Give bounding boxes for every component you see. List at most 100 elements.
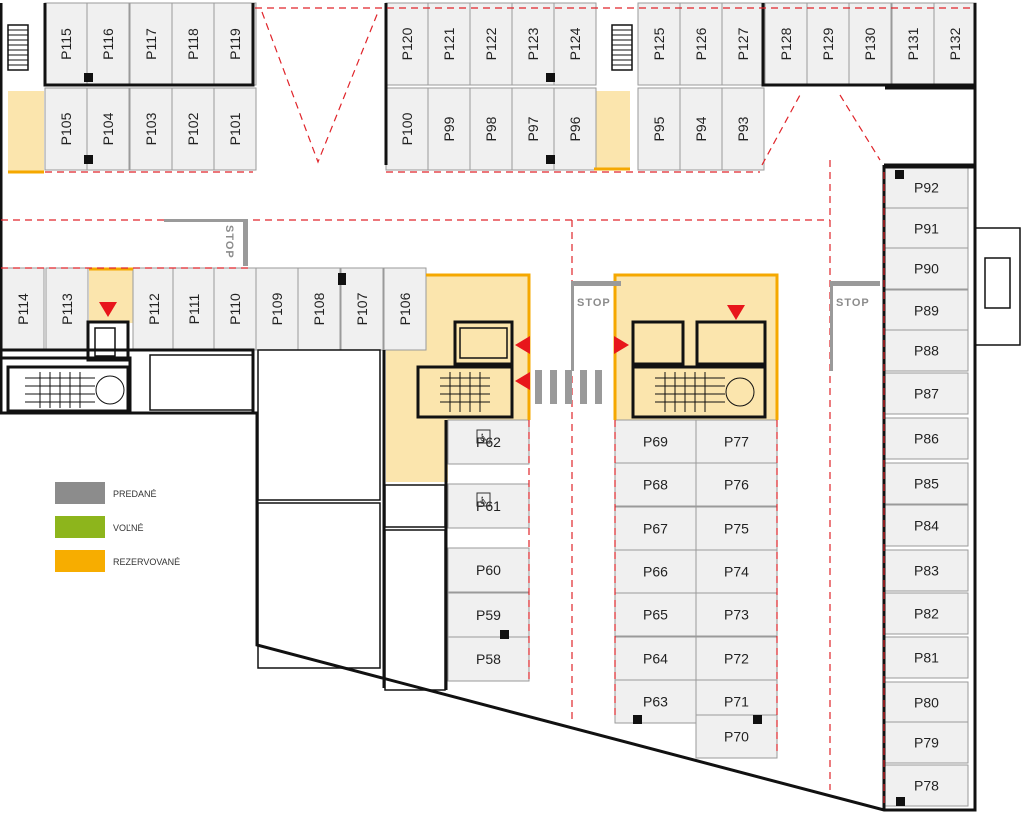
parking-space-p109[interactable]: P109 bbox=[255, 267, 299, 351]
parking-space-p105[interactable]: P105 bbox=[44, 87, 88, 171]
parking-space-p116[interactable]: P116 bbox=[86, 2, 130, 86]
parking-space-box bbox=[884, 329, 969, 372]
parking-space-p101[interactable]: P101 bbox=[213, 87, 257, 171]
parking-space-p121[interactable]: P121 bbox=[427, 2, 471, 86]
arrow-down-icon bbox=[727, 305, 745, 320]
parking-space-p123[interactable]: P123 bbox=[511, 2, 555, 86]
parking-space-box bbox=[637, 2, 681, 86]
parking-space-label: P129 bbox=[820, 27, 836, 60]
stop-label-3: STOP bbox=[836, 297, 870, 309]
parking-space-p112[interactable]: P112 bbox=[132, 267, 176, 351]
parking-space-box bbox=[44, 87, 88, 171]
parking-space-label: P102 bbox=[185, 112, 201, 145]
parking-space-p89[interactable]: P89 bbox=[884, 289, 969, 332]
parking-space-p75[interactable]: P75 bbox=[695, 506, 778, 551]
parking-space-p86[interactable]: P86 bbox=[884, 417, 969, 460]
reserved-area-stair-left bbox=[8, 91, 44, 171]
parking-space-p62[interactable]: P62 bbox=[447, 419, 530, 465]
parking-space-p94[interactable]: P94 bbox=[679, 87, 723, 171]
parking-space-p125[interactable]: P125 bbox=[637, 2, 681, 86]
parking-space-p114[interactable]: P114 bbox=[1, 267, 45, 351]
parking-space-p63[interactable]: P63 bbox=[614, 679, 697, 724]
parking-space-p106[interactable]: P106 bbox=[383, 267, 427, 351]
parking-space-p91[interactable]: P91 bbox=[884, 207, 969, 250]
parking-space-p68[interactable]: P68 bbox=[614, 462, 697, 507]
parking-space-box bbox=[553, 87, 597, 171]
stair-left-top bbox=[7, 24, 29, 71]
parking-space-p60[interactable]: P60 bbox=[447, 547, 530, 593]
parking-space-label: P90 bbox=[914, 261, 939, 277]
parking-space-p93[interactable]: P93 bbox=[721, 87, 765, 171]
parking-space-p130[interactable]: P130 bbox=[848, 2, 892, 86]
parking-space-p72[interactable]: P72 bbox=[695, 636, 778, 681]
parking-space-p67[interactable]: P67 bbox=[614, 506, 697, 551]
parking-space-p111[interactable]: P111 bbox=[172, 267, 216, 351]
parking-space-box bbox=[695, 506, 778, 551]
parking-space-p81[interactable]: P81 bbox=[884, 636, 969, 679]
arrow-down-icon bbox=[99, 302, 117, 317]
parking-space-p103[interactable]: P103 bbox=[129, 87, 173, 171]
parking-space-p73[interactable]: P73 bbox=[695, 592, 778, 637]
parking-space-p83[interactable]: P83 bbox=[884, 549, 969, 592]
parking-space-box bbox=[427, 2, 471, 86]
parking-space-p99[interactable]: P99 bbox=[427, 87, 471, 171]
parking-space-label: P97 bbox=[525, 116, 541, 141]
arrow-left-icon bbox=[515, 372, 530, 390]
parking-space-box bbox=[45, 267, 89, 351]
parking-space-p122[interactable]: P122 bbox=[469, 2, 513, 86]
parking-space-p96[interactable]: P96 bbox=[553, 87, 597, 171]
parking-space-p95[interactable]: P95 bbox=[637, 87, 681, 171]
parking-space-box bbox=[553, 2, 597, 86]
parking-space-p119[interactable]: P119 bbox=[213, 2, 257, 86]
parking-space-p84[interactable]: P84 bbox=[884, 504, 969, 547]
parking-space-p118[interactable]: P118 bbox=[171, 2, 215, 86]
parking-space-p126[interactable]: P126 bbox=[679, 2, 723, 86]
parking-space-p90[interactable]: P90 bbox=[884, 247, 969, 290]
parking-space-p124[interactable]: P124 bbox=[553, 2, 597, 86]
parking-space-box bbox=[614, 506, 697, 551]
parking-space-p98[interactable]: P98 bbox=[469, 87, 513, 171]
parking-space-p128[interactable]: P128 bbox=[764, 2, 808, 86]
parking-space-p127[interactable]: P127 bbox=[721, 2, 765, 86]
parking-space-p64[interactable]: P64 bbox=[614, 636, 697, 681]
parking-space-p104[interactable]: P104 bbox=[86, 87, 130, 171]
parking-space-p85[interactable]: P85 bbox=[884, 462, 969, 505]
parking-space-p82[interactable]: P82 bbox=[884, 592, 969, 635]
parking-space-p110[interactable]: P110 bbox=[213, 267, 257, 351]
parking-space-box bbox=[884, 681, 969, 724]
parking-space-p79[interactable]: P79 bbox=[884, 721, 969, 764]
parking-space-p80[interactable]: P80 bbox=[884, 681, 969, 724]
parking-space-label: P119 bbox=[227, 28, 243, 60]
parking-space-p88[interactable]: P88 bbox=[884, 329, 969, 372]
parking-space-p131[interactable]: P131 bbox=[891, 2, 935, 86]
parking-space-box bbox=[86, 2, 130, 86]
parking-space-p117[interactable]: P117 bbox=[129, 2, 173, 86]
parking-space-box bbox=[884, 549, 969, 592]
parking-space-p113[interactable]: P113 bbox=[45, 267, 89, 351]
parking-space-box bbox=[469, 2, 513, 86]
legend-swatch-free bbox=[55, 516, 105, 538]
parking-space-label: P116 bbox=[100, 28, 116, 60]
parking-space-p132[interactable]: P132 bbox=[933, 2, 977, 86]
parking-space-p102[interactable]: P102 bbox=[171, 87, 215, 171]
parking-space-p120[interactable]: P120 bbox=[385, 2, 429, 86]
parking-space-p66[interactable]: P66 bbox=[614, 549, 697, 594]
parking-space-p87[interactable]: P87 bbox=[884, 372, 969, 415]
parking-space-box bbox=[614, 592, 697, 637]
parking-space-p115[interactable]: P115 bbox=[44, 2, 88, 86]
parking-space-p129[interactable]: P129 bbox=[806, 2, 850, 86]
parking-space-p70[interactable]: P70 bbox=[695, 714, 778, 759]
parking-space-p69[interactable]: P69 bbox=[614, 419, 697, 464]
parking-space-p65[interactable]: P65 bbox=[614, 592, 697, 637]
parking-space-p76[interactable]: P76 bbox=[695, 462, 778, 507]
parking-space-p77[interactable]: P77 bbox=[695, 419, 778, 464]
parking-space-p74[interactable]: P74 bbox=[695, 549, 778, 594]
parking-space-p59[interactable]: P59 bbox=[447, 592, 530, 638]
parking-space-p108[interactable]: P108 bbox=[297, 267, 341, 351]
parking-space-p100[interactable]: P100 bbox=[385, 87, 429, 171]
parking-space-p58[interactable]: P58 bbox=[447, 636, 530, 682]
parking-space-label: P122 bbox=[483, 27, 499, 60]
parking-space-p107[interactable]: P107 bbox=[340, 267, 384, 351]
stair-top-center bbox=[611, 24, 633, 71]
